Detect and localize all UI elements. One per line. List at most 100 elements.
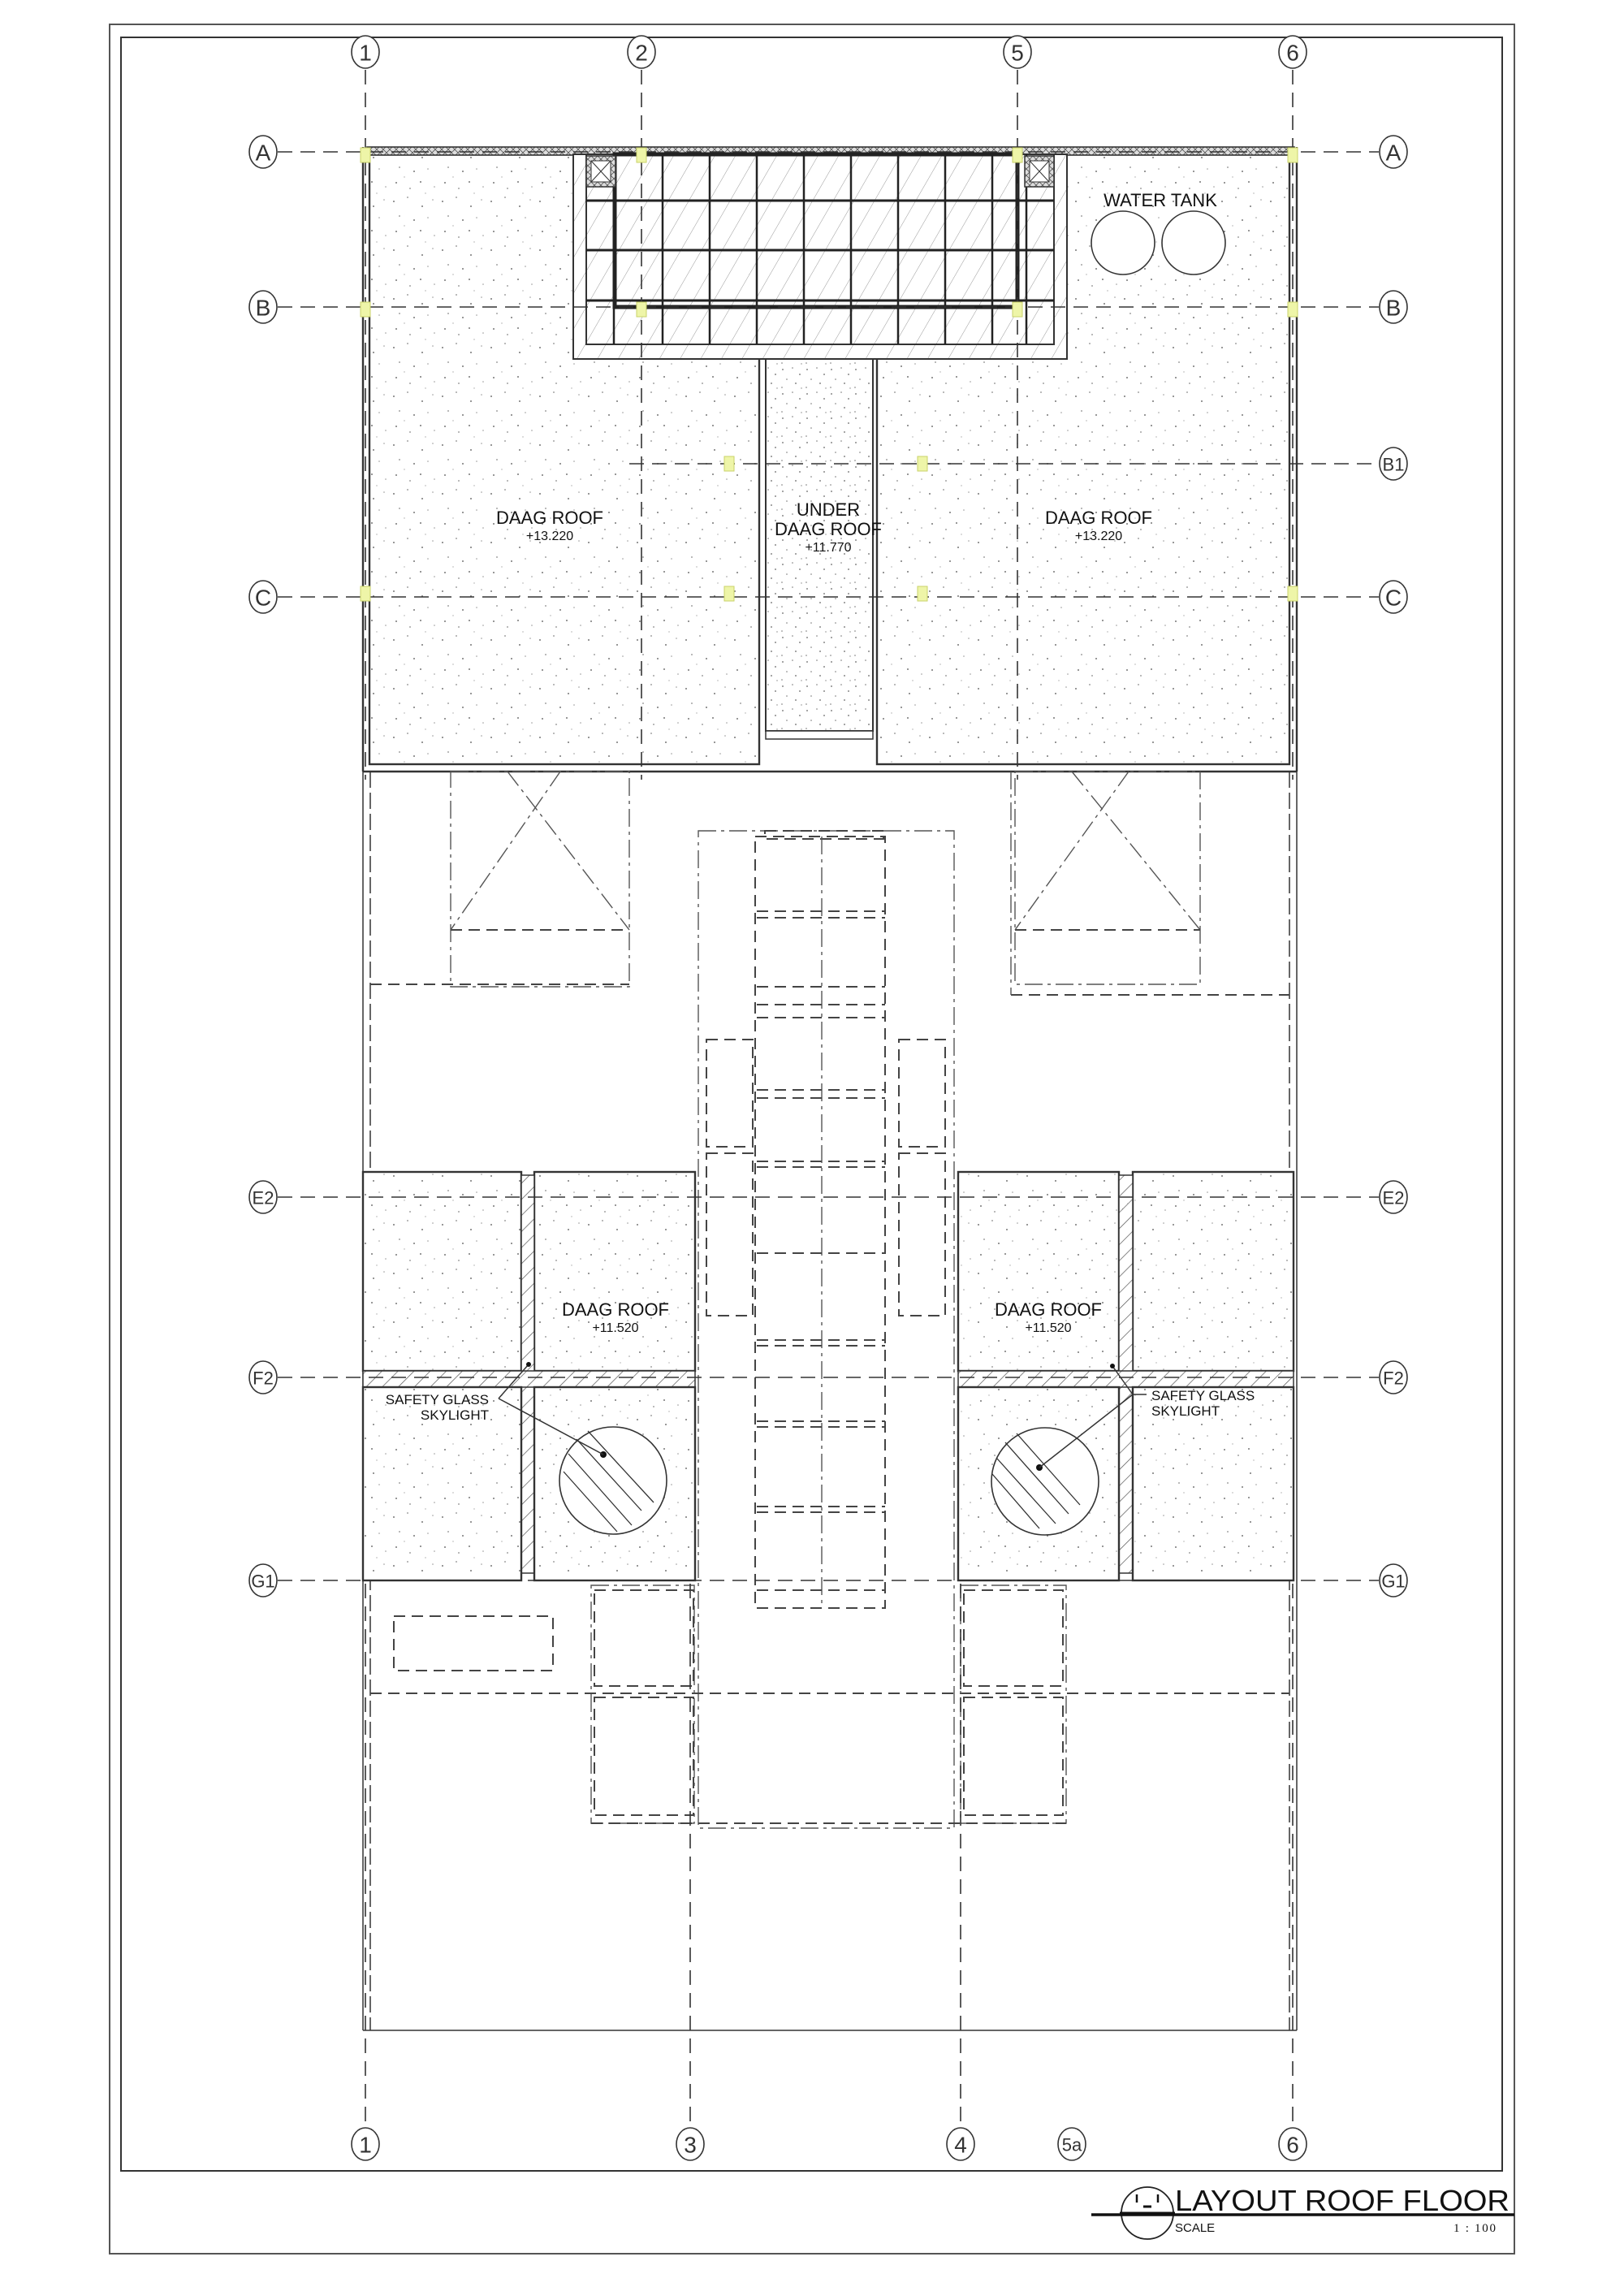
svg-text:G1: G1 bbox=[251, 1571, 274, 1592]
svg-text:1: 1 bbox=[359, 2133, 372, 2158]
svg-text:F2: F2 bbox=[1383, 1368, 1404, 1389]
drawing-title: LAYOUT ROOF FLOOR bbox=[1175, 2184, 1510, 2217]
grid-bubble-col-6-top: 6 bbox=[1278, 35, 1307, 69]
grid-bubble-col-6-bottom: 6 bbox=[1278, 2127, 1307, 2161]
lower-left-block: SAFETY GLASS SKYLIGHT bbox=[361, 1170, 697, 1582]
skylight-right bbox=[991, 1427, 1099, 1536]
svg-text:1: 1 bbox=[359, 41, 372, 66]
svg-text:+11.770: +11.770 bbox=[805, 541, 851, 555]
grid-bubble-row-G1-left: G1 bbox=[248, 1563, 278, 1597]
svg-text:DAAG ROOF: DAAG ROOF bbox=[562, 1299, 669, 1320]
scale-value: 1 : 100 bbox=[1453, 2222, 1496, 2235]
grid-bubble-row-C-right: C bbox=[1379, 580, 1408, 614]
column-marker bbox=[1287, 586, 1298, 602]
water-tanks: WATER TANK bbox=[1091, 190, 1226, 275]
outer-sheet-border bbox=[109, 24, 1515, 2255]
svg-text:+13.220: +13.220 bbox=[526, 530, 573, 543]
side-box bbox=[898, 1152, 946, 1316]
grid-bubble-row-C-left: C bbox=[248, 580, 278, 614]
svg-text:5a: 5a bbox=[1062, 2135, 1082, 2155]
column-marker bbox=[723, 456, 735, 472]
glass-roof-grid bbox=[572, 152, 1068, 360]
column-marker bbox=[1012, 147, 1023, 163]
grid-bubble-row-B-right: B bbox=[1379, 290, 1408, 324]
grid-bubble-row-F2-left: F2 bbox=[248, 1360, 278, 1394]
grid-bubble-col-3-bottom: 3 bbox=[676, 2127, 705, 2161]
grid-bubble-col-1-top: 1 bbox=[351, 35, 380, 69]
svg-text:6: 6 bbox=[1286, 2133, 1299, 2158]
svg-text:6: 6 bbox=[1286, 41, 1299, 66]
svg-text:3: 3 bbox=[684, 2133, 697, 2158]
svg-text:+13.220: +13.220 bbox=[1075, 530, 1122, 543]
svg-text:DAAG ROOF: DAAG ROOF bbox=[496, 508, 603, 528]
svg-text:5: 5 bbox=[1011, 41, 1024, 66]
upper-roof-block: WATER TANK bbox=[361, 146, 1298, 773]
column-marker bbox=[636, 301, 647, 318]
svg-text:UNDER: UNDER bbox=[797, 499, 860, 520]
stair-void-left bbox=[370, 771, 630, 988]
column-marker bbox=[1287, 147, 1298, 163]
svg-text:DAAG ROOF: DAAG ROOF bbox=[775, 519, 882, 539]
corner-box-right bbox=[1024, 155, 1055, 188]
column-marker bbox=[360, 147, 371, 163]
leader-line bbox=[498, 1398, 604, 1455]
svg-text:G1: G1 bbox=[1381, 1571, 1405, 1592]
leader-line bbox=[498, 1364, 529, 1399]
grid-bubble-row-B1-right: B1 bbox=[1379, 447, 1408, 481]
grid-bubble-col-2-top: 2 bbox=[627, 35, 656, 69]
central-corridor bbox=[698, 830, 955, 1829]
under-daag-roof bbox=[765, 357, 874, 732]
svg-text:C: C bbox=[1385, 586, 1402, 611]
note-safety-glass-left-1: SAFETY GLASS bbox=[386, 1392, 489, 1407]
leader-line bbox=[1039, 1394, 1134, 1468]
svg-text:B: B bbox=[1386, 296, 1402, 321]
svg-text:A: A bbox=[256, 141, 271, 166]
svg-text:A: A bbox=[1386, 141, 1402, 166]
column-marker bbox=[360, 586, 371, 602]
title-block: LAYOUT ROOF FLOOR SCALE 1 : 100 bbox=[1091, 2184, 1514, 2240]
column-marker bbox=[917, 586, 928, 602]
drawing-symbol-icon bbox=[1120, 2186, 1175, 2240]
grid-bubble-col-4-bottom: 4 bbox=[946, 2127, 975, 2161]
under-daag-roof-edge bbox=[765, 730, 874, 740]
middle-zone bbox=[362, 771, 1298, 2031]
central-tile-grid bbox=[754, 836, 886, 1609]
grid-bubble-row-A-right: A bbox=[1379, 135, 1408, 169]
room-label-3: DAAG ROOF+11.520 bbox=[562, 1299, 669, 1335]
svg-text:E2: E2 bbox=[253, 1188, 274, 1208]
lower-right-block: SAFETY GLASS SKYLIGHT bbox=[957, 1170, 1295, 1582]
note-safety-glass-right-2: SKYLIGHT bbox=[1151, 1403, 1220, 1419]
side-box bbox=[706, 1152, 754, 1316]
bottom-zone bbox=[370, 1584, 1289, 1824]
room-label-4: DAAG ROOF+11.520 bbox=[995, 1299, 1102, 1335]
column-marker bbox=[1287, 301, 1298, 318]
side-box bbox=[706, 1039, 754, 1148]
svg-text:+11.520: +11.520 bbox=[592, 1321, 638, 1335]
svg-text:DAAG ROOF: DAAG ROOF bbox=[1045, 508, 1152, 528]
svg-text:DAAG ROOF: DAAG ROOF bbox=[995, 1299, 1102, 1320]
svg-text:B1: B1 bbox=[1383, 455, 1405, 475]
column-marker bbox=[723, 586, 735, 602]
scale-label: SCALE bbox=[1175, 2221, 1215, 2235]
column-markers bbox=[360, 147, 1298, 602]
grid-bubble-col-1-bottom: 1 bbox=[351, 2127, 380, 2161]
note-safety-glass-right-1: SAFETY GLASS bbox=[1151, 1388, 1255, 1403]
room-label-2: DAAG ROOF +13.220 bbox=[1045, 508, 1152, 543]
corner-box-left bbox=[585, 155, 616, 188]
grid-bubble-col-5-top: 5 bbox=[1003, 35, 1032, 69]
grid-bubble-row-E2-left: E2 bbox=[248, 1180, 278, 1214]
water-tank-label: WATER TANK bbox=[1104, 190, 1217, 210]
grid-bubble-row-G1-right: G1 bbox=[1379, 1563, 1408, 1597]
column-marker bbox=[1012, 301, 1023, 318]
svg-text:4: 4 bbox=[954, 2133, 967, 2158]
grid-bubble-col-5a-bottom: 5a bbox=[1057, 2127, 1086, 2161]
svg-text:+11.520: +11.520 bbox=[1025, 1321, 1071, 1335]
grid-bubble-row-E2-right: E2 bbox=[1379, 1180, 1408, 1214]
room-label-0: DAAG ROOF +13.220 bbox=[496, 508, 603, 543]
inner-drawing-frame bbox=[120, 37, 1503, 2172]
water-tank-2 bbox=[1161, 210, 1226, 275]
note-safety-glass-left-2: SKYLIGHT bbox=[421, 1407, 489, 1423]
svg-text:F2: F2 bbox=[253, 1368, 274, 1389]
